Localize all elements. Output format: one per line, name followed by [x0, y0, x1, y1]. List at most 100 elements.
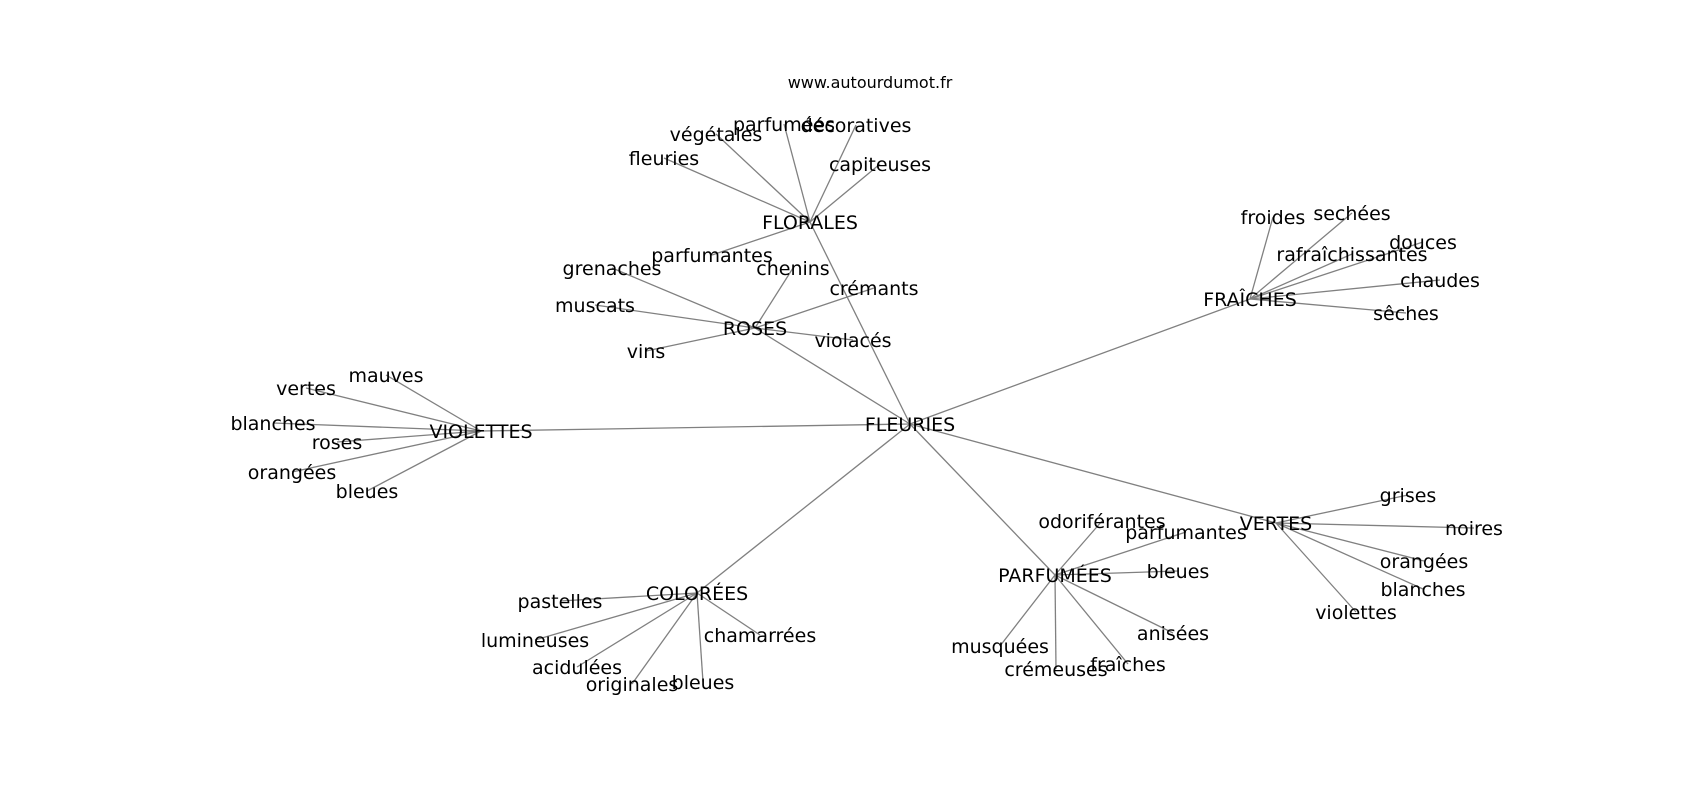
node-ro-chenins: chenins	[756, 258, 829, 280]
node-co-chamarrees: chamarrées	[704, 625, 816, 647]
edge-colorees-co-lumineuses	[534, 592, 698, 641]
edge-violettes-vi-blanches	[272, 422, 482, 432]
node-ro-muscats: muscats	[555, 295, 635, 317]
edge-vertes-ve-violettes	[1275, 522, 1357, 613]
node-roses: ROSES	[723, 318, 787, 340]
edge-florales-fl-parfumantes	[711, 221, 811, 256]
node-fl-parfumantes: parfumantes	[651, 245, 772, 267]
edge-florales-fl-capiteuses	[809, 163, 881, 223]
edge-parfumees-pa-musquees	[999, 574, 1056, 647]
node-vi-blanches: blanches	[230, 413, 315, 435]
node-parfumees: PARFUMÉES	[998, 564, 1112, 587]
node-vi-bleues: bleues	[336, 481, 399, 503]
edge-violettes-vi-orangees	[291, 430, 482, 473]
edge-fraiches-fr-rafraichissantes	[1249, 253, 1353, 300]
node-ve-noires: noires	[1445, 518, 1503, 540]
edge-fleuries-violettes	[480, 423, 911, 432]
node-co-lumineuses: lumineuses	[481, 630, 589, 652]
node-pa-cremeuses: crémeuses	[1004, 659, 1107, 681]
node-vi-mauves: mauves	[348, 365, 423, 387]
edge-parfumees-pa-bleues	[1054, 570, 1179, 576]
node-ro-violaces: violacés	[814, 330, 891, 352]
edge-vertes-ve-noires	[1275, 522, 1475, 529]
node-ve-blanches: blanches	[1380, 579, 1465, 601]
edge-parfumees-pa-anisees	[1054, 574, 1174, 634]
edge-fraiches-fr-douces	[1249, 241, 1424, 300]
edge-parfumees-pa-fraiches	[1054, 574, 1129, 665]
edge-vertes-ve-grises	[1275, 494, 1409, 524]
node-fr-froides: froides	[1241, 207, 1306, 229]
node-vi-vertes: vertes	[276, 378, 336, 400]
edge-colorees-co-chamarrees	[696, 592, 761, 636]
node-fl-fleuries: fleuries	[629, 148, 699, 170]
edge-fleuries-parfumees	[909, 423, 1056, 576]
node-pa-bleues: bleues	[1147, 561, 1210, 583]
edge-violettes-vi-roses	[336, 430, 482, 443]
node-pa-anisees: anisées	[1137, 623, 1209, 645]
node-fleuries: FLEURIES	[865, 414, 955, 436]
node-ve-orangees: orangées	[1380, 551, 1468, 573]
edge-vertes-ve-blanches	[1275, 522, 1424, 590]
edge-colorees-co-pastelles	[559, 592, 698, 602]
node-colorees: COLORÉES	[646, 582, 748, 605]
node-vertes: VERTES	[1240, 513, 1313, 535]
node-fr-seches: sêches	[1373, 303, 1439, 325]
node-pa-odoriferantes: odoriférantes	[1038, 511, 1165, 533]
node-ve-grises: grises	[1380, 485, 1437, 507]
edge-fleuries-florales	[809, 221, 911, 425]
node-fl-decoratives: décoratives	[801, 115, 912, 137]
node-violettes: VIOLETTES	[429, 421, 532, 443]
node-vi-roses: roses	[312, 432, 363, 454]
node-pa-fraiches: fraîches	[1090, 654, 1166, 676]
node-vi-orangees: orangées	[248, 462, 336, 484]
edge-violettes-vi-mauves	[385, 374, 482, 432]
node-co-pastelles: pastelles	[518, 591, 603, 613]
edge-parfumees-pa-odoriferantes	[1054, 520, 1103, 576]
edge-colorees-co-bleues	[696, 592, 704, 683]
node-fr-sechees: sechées	[1313, 203, 1390, 225]
node-ro-grenaches: grenaches	[563, 258, 662, 280]
edge-fleuries-fraiches	[909, 298, 1251, 425]
edge-roses-ro-violaces	[754, 327, 854, 341]
edge-colorees-co-originales	[631, 592, 698, 685]
edge-florales-fl-parfumees	[783, 123, 811, 223]
node-florales: FLORALES	[762, 212, 858, 234]
node-ro-cremants: crémants	[829, 278, 918, 300]
edge-fleuries-roses	[754, 327, 911, 425]
graph-edges	[272, 123, 1475, 685]
edge-fraiches-fr-sechees	[1249, 212, 1353, 300]
node-ve-violettes: violettes	[1315, 602, 1397, 624]
source-url: www.autourdumot.fr	[788, 73, 953, 92]
node-co-acidulees: acidulées	[532, 657, 622, 679]
edge-florales-fl-vegetales	[715, 133, 811, 223]
node-ro-vins: vins	[627, 341, 665, 363]
edge-fraiches-fr-seches	[1249, 298, 1407, 314]
node-co-bleues: bleues	[672, 672, 735, 694]
node-fr-douces: douces	[1389, 232, 1457, 254]
node-co-originales: originales	[586, 674, 679, 696]
edge-roses-ro-cremants	[754, 287, 875, 329]
edge-violettes-vi-bleues	[366, 430, 482, 492]
edge-florales-fl-decoratives	[809, 124, 857, 223]
node-fl-capiteuses: capiteuses	[829, 154, 931, 176]
node-fl-parfumees: parfumées	[733, 114, 835, 136]
edge-parfumees-pa-cremeuses	[1054, 574, 1057, 670]
edge-roses-ro-grenaches	[611, 267, 756, 329]
node-pa-musquees: musquées	[951, 636, 1049, 658]
edge-roses-ro-vins	[645, 327, 756, 352]
edge-fraiches-fr-chaudes	[1249, 279, 1441, 300]
edge-colorees-co-acidulees	[576, 592, 698, 668]
edge-roses-ro-chenins	[754, 267, 794, 329]
edge-florales-fl-fleuries	[663, 157, 811, 223]
node-pa-parfumantes: parfumantes	[1125, 522, 1246, 544]
edge-fleuries-vertes	[909, 423, 1277, 524]
edge-fraiches-fr-froides	[1249, 216, 1274, 300]
edge-fleuries-colorees	[696, 423, 911, 594]
node-fr-chaudes: chaudes	[1400, 270, 1480, 292]
edge-roses-ro-muscats	[594, 304, 756, 329]
node-fl-vegetales: végétales	[670, 124, 763, 146]
edge-violettes-vi-vertes	[305, 387, 482, 432]
node-fraiches: FRAÎCHES	[1203, 288, 1297, 311]
edge-parfumees-pa-parfumantes	[1054, 531, 1187, 576]
